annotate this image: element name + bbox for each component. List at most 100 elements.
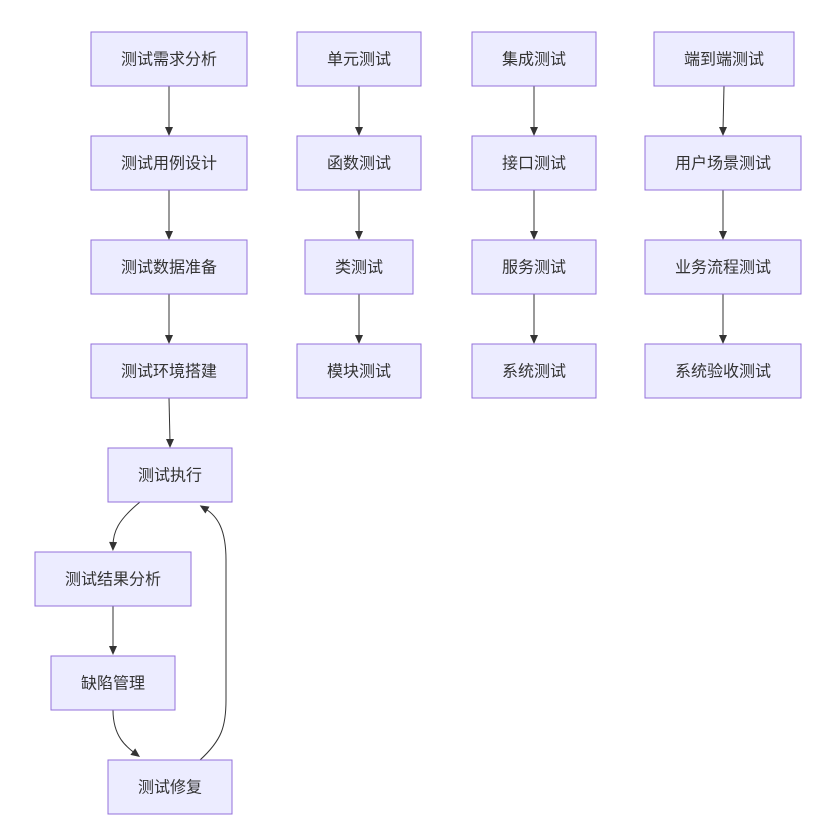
node-iface: 接口测试 xyxy=(471,135,597,191)
edge-svc-to-sys xyxy=(530,294,538,344)
node-svc: 服务测试 xyxy=(471,239,597,295)
node-box xyxy=(471,135,597,191)
arrow-head xyxy=(165,335,173,344)
edge-unit-to-func xyxy=(355,86,363,136)
node-box xyxy=(296,31,422,87)
edge-case-to-data xyxy=(165,190,173,240)
edges-layer xyxy=(109,85,727,761)
node-label: 端到端测试 xyxy=(684,50,764,69)
node-box xyxy=(304,239,414,295)
edge-line xyxy=(168,397,171,443)
arrow-head xyxy=(530,231,538,240)
node-label: 测试执行 xyxy=(138,466,202,485)
node-box xyxy=(471,343,597,399)
arrow-head xyxy=(109,541,118,551)
node-label: 缺陷管理 xyxy=(81,674,145,693)
node-req: 测试需求分析 xyxy=(90,31,248,87)
arrow-head xyxy=(355,335,363,344)
arrow-head xyxy=(199,505,210,514)
nodes-layer: 测试需求分析测试用例设计测试数据准备测试环境搭建测试执行测试结果分析缺陷管理测试… xyxy=(34,31,802,815)
node-case: 测试用例设计 xyxy=(90,135,248,191)
arrow-head xyxy=(109,646,117,655)
node-sys: 系统测试 xyxy=(471,343,597,399)
edge-fix-to-exec xyxy=(199,505,227,761)
arrow-head xyxy=(165,127,173,136)
node-box xyxy=(471,239,597,295)
edge-func-to-cls xyxy=(355,190,363,240)
node-label: 测试需求分析 xyxy=(121,50,217,69)
node-box xyxy=(90,135,248,191)
node-fix: 测试修复 xyxy=(107,759,233,815)
node-label: 测试结果分析 xyxy=(65,570,161,589)
arrow-head xyxy=(165,231,173,240)
node-label: 测试用例设计 xyxy=(121,154,217,173)
node-label: 接口测试 xyxy=(502,154,566,173)
node-data: 测试数据准备 xyxy=(90,239,248,295)
node-box xyxy=(34,551,192,607)
edge-cls-to-module xyxy=(355,294,363,344)
node-label: 测试修复 xyxy=(138,778,202,797)
node-label: 用户场景测试 xyxy=(675,154,771,173)
edge-iface-to-svc xyxy=(530,190,538,240)
edge-exec-to-result xyxy=(109,501,141,551)
node-label: 类测试 xyxy=(335,258,383,277)
node-box xyxy=(90,31,248,87)
node-result: 测试结果分析 xyxy=(34,551,192,607)
node-label: 业务流程测试 xyxy=(675,258,771,277)
edge-defect-to-fix xyxy=(112,709,141,757)
node-integ: 集成测试 xyxy=(471,31,597,87)
edge-flow-to-accept xyxy=(719,294,727,344)
arrow-head xyxy=(530,335,538,344)
edge-scene-to-flow xyxy=(719,190,727,240)
node-label: 测试环境搭建 xyxy=(121,362,217,381)
node-label: 系统验收测试 xyxy=(675,362,771,381)
node-unit: 单元测试 xyxy=(296,31,422,87)
node-label: 测试数据准备 xyxy=(121,258,217,277)
node-e2e: 端到端测试 xyxy=(653,31,795,87)
node-label: 单元测试 xyxy=(327,50,391,69)
edge-e2e-to-scene xyxy=(719,85,727,136)
node-exec: 测试执行 xyxy=(107,447,233,503)
arrow-head xyxy=(719,231,727,240)
edge-line xyxy=(199,507,227,761)
node-box xyxy=(296,343,422,399)
edge-line xyxy=(112,709,137,755)
node-func: 函数测试 xyxy=(296,135,422,191)
arrow-head xyxy=(719,127,727,136)
node-box xyxy=(644,343,802,399)
arrow-head xyxy=(130,748,141,757)
node-box xyxy=(90,239,248,295)
node-defect: 缺陷管理 xyxy=(50,655,176,711)
node-env: 测试环境搭建 xyxy=(90,343,248,399)
node-box xyxy=(90,343,248,399)
node-cls: 类测试 xyxy=(304,239,414,295)
node-label: 系统测试 xyxy=(502,362,566,381)
edge-integ-to-iface xyxy=(530,86,538,136)
edge-result-to-defect xyxy=(109,606,117,655)
edge-line xyxy=(722,85,725,131)
node-flow: 业务流程测试 xyxy=(644,239,802,295)
node-box xyxy=(644,135,802,191)
node-label: 函数测试 xyxy=(327,154,391,173)
node-scene: 用户场景测试 xyxy=(644,135,802,191)
edge-req-to-case xyxy=(165,86,173,136)
arrow-head xyxy=(530,127,538,136)
arrow-head xyxy=(719,335,727,344)
edge-data-to-env xyxy=(165,294,173,344)
node-label: 服务测试 xyxy=(502,258,566,277)
arrow-head xyxy=(166,439,174,448)
edge-env-to-exec xyxy=(166,397,174,448)
node-box xyxy=(107,447,233,503)
node-box xyxy=(471,31,597,87)
node-accept: 系统验收测试 xyxy=(644,343,802,399)
node-module: 模块测试 xyxy=(296,343,422,399)
node-box xyxy=(296,135,422,191)
node-box xyxy=(644,239,802,295)
node-label: 集成测试 xyxy=(502,50,566,69)
node-label: 模块测试 xyxy=(327,362,391,381)
node-box xyxy=(653,31,795,87)
node-box xyxy=(50,655,176,711)
edge-line xyxy=(112,501,141,547)
arrow-head xyxy=(355,127,363,136)
